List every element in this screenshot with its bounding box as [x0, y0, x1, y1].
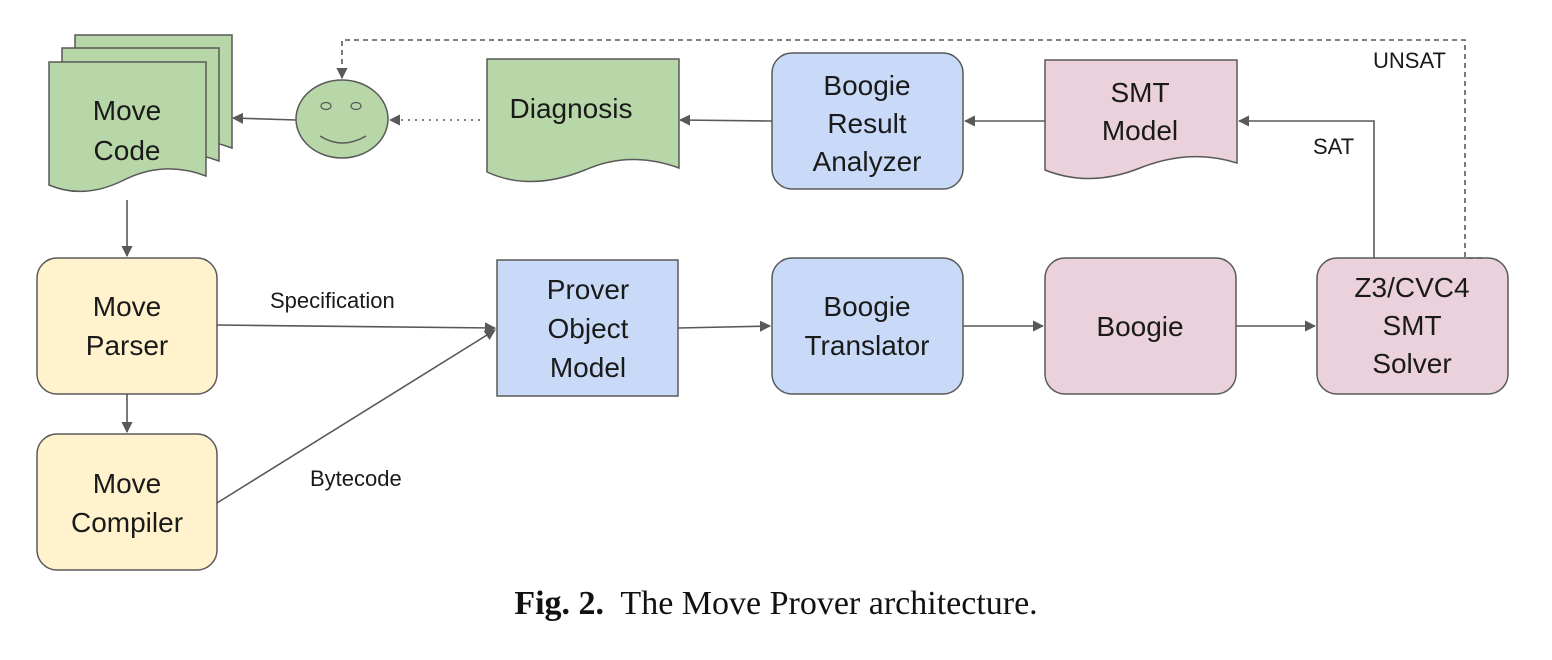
smt-solver-node: Z3/CVC4 SMT Solver [1316, 257, 1509, 395]
architecture-diagram: Move Code Diagnosis Boogie Result Analyz… [36, 34, 1509, 571]
edge-bytecode [216, 329, 496, 504]
boogie-result-analyzer-label-1: Boogie [823, 70, 910, 101]
smt-model-node: SMT Model [1044, 59, 1238, 180]
edge-object-model-to-translator [677, 320, 772, 332]
prover-object-model-label-1: Prover [547, 274, 629, 305]
edge-sat [1237, 115, 1375, 258]
smt-solver-label-3: Solver [1372, 348, 1451, 379]
edge-unsat [336, 39, 1482, 259]
unsat-label: UNSAT [1373, 48, 1446, 73]
move-parser-label-1: Move [93, 291, 161, 322]
caption-text: The Move Prover architecture. [620, 585, 1038, 622]
smt-model-label-2: Model [1102, 115, 1178, 146]
move-code-label-2: Code [94, 135, 161, 166]
boogie-result-analyzer-label-2: Result [827, 108, 907, 139]
edge-analyzer-to-diagnosis [678, 114, 773, 126]
move-code-label-1: Move [93, 95, 161, 126]
move-compiler-label-2: Compiler [71, 507, 183, 538]
move-parser-label-2: Parser [86, 330, 168, 361]
move-parser-node: Move Parser [36, 257, 218, 395]
bytecode-label: Bytecode [310, 466, 402, 491]
prover-object-model-label-2: Object [548, 313, 629, 344]
boogie-translator-label-2: Translator [804, 330, 929, 361]
boogie-result-analyzer-label-3: Analyzer [813, 146, 922, 177]
move-code-node: Move Code [48, 34, 233, 193]
boogie-translator-node: Boogie Translator [771, 257, 964, 395]
specification-label: Specification [270, 288, 395, 313]
boogie-label: Boogie [1096, 311, 1183, 342]
move-compiler-node: Move Compiler [36, 433, 218, 571]
smiley-face-icon [295, 79, 389, 159]
edge-specification [216, 322, 497, 334]
boogie-node: Boogie [1044, 257, 1237, 395]
smt-solver-label-1: Z3/CVC4 [1354, 272, 1469, 303]
edge-smiley-to-move-code [231, 112, 297, 124]
diagnosis-node: Diagnosis [486, 58, 680, 183]
boogie-result-analyzer-node: Boogie Result Analyzer [771, 52, 964, 190]
smt-model-label-1: SMT [1110, 77, 1169, 108]
caption-figure-number: Fig. 2. [514, 585, 605, 622]
figure-caption: Fig. 2. The Move Prover architecture. [0, 585, 1552, 623]
move-compiler-label-1: Move [93, 468, 161, 499]
prover-object-model-label-3: Model [550, 352, 626, 383]
prover-object-model-node: Prover Object Model [496, 259, 679, 397]
boogie-translator-label-1: Boogie [823, 291, 910, 322]
smt-solver-label-2: SMT [1382, 310, 1441, 341]
sat-label: SAT [1313, 134, 1354, 159]
diagnosis-label: Diagnosis [510, 93, 633, 124]
